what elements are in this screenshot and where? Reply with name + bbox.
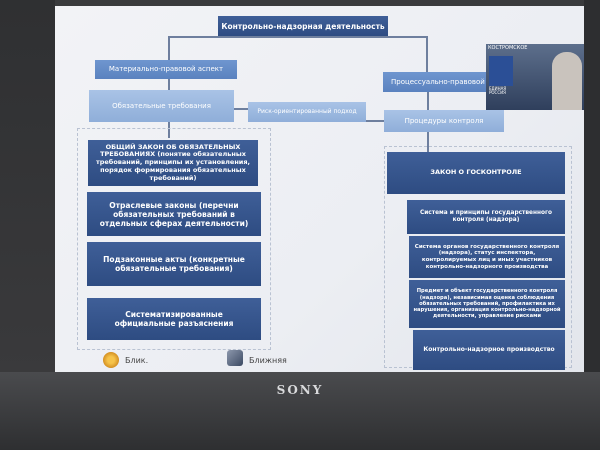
diagram-title: Контрольно-надзорная деятельность	[221, 21, 385, 31]
speaker-figure	[552, 52, 582, 110]
subject-object-box: Предмет и объект государственного контро…	[409, 280, 565, 328]
official-explanations-text: Систематизированные официальные разъясне…	[114, 310, 234, 328]
camera-icon[interactable]	[227, 350, 243, 366]
left-group-frame	[77, 128, 271, 350]
near-label: Ближняя	[249, 356, 287, 365]
party-logo	[489, 56, 513, 86]
diagram-title-box: Контрольно-надзорная деятельность	[218, 16, 388, 36]
subject-object-text: Предмет и объект государственного контро…	[413, 288, 561, 320]
connector-risk-left	[234, 108, 248, 110]
connector-title-left	[168, 36, 170, 60]
industry-laws-text: Отраслевые законы (перечни обязательных …	[99, 200, 249, 228]
authorities-text: Система органов государственного контрол…	[414, 243, 560, 270]
official-explanations-box: Систематизированные официальные разъясне…	[87, 298, 261, 340]
tv-brand-logo: SONY	[276, 383, 324, 397]
material-aspect-label: Материально-правовой аспект	[108, 65, 224, 74]
control-law-box: ЗАКОН О ГОСКОНТРОЛЕ	[387, 152, 565, 194]
connector-procedures-down	[427, 132, 429, 152]
general-law-box: ОБЩИЙ ЗАКОН ОБ ОБЯЗАТЕЛЬНЫХ ТРЕБОВАНИЯХ …	[88, 140, 258, 186]
control-law-text: ЗАКОН О ГОСКОНТРОЛЕ	[430, 168, 522, 177]
flash-icon[interactable]	[103, 352, 119, 368]
control-procedures-label: Процедуры контроля	[404, 116, 484, 125]
control-proceedings-box: Контрольно-надзорное производство	[413, 330, 565, 370]
bylaws-box: Подзаконные акты (конкретные обязательны…	[87, 242, 261, 286]
control-procedures-box: Процедуры контроля	[384, 110, 504, 132]
connector-procedural-down	[427, 92, 429, 110]
connector-risk-right	[366, 120, 384, 122]
presentation-screen: Контрольно-надзорная деятельность Матери…	[55, 6, 584, 372]
authorities-box: Система органов государственного контрол…	[409, 236, 565, 278]
connector-material-down	[168, 79, 170, 91]
flash-label: Блик.	[125, 356, 149, 365]
connector-mandatory-down	[168, 122, 170, 138]
industry-laws-box: Отраслевые законы (перечни обязательных …	[87, 192, 261, 236]
material-aspect-box: Материально-правовой аспект	[95, 60, 237, 79]
procedural-aspect-box: Процессуально-правовой аспект	[383, 72, 512, 92]
general-law-text: ОБЩИЙ ЗАКОН ОБ ОБЯЗАТЕЛЬНЫХ ТРЕБОВАНИЯХ …	[95, 142, 251, 182]
tv-bezel-right	[584, 0, 600, 382]
procedural-aspect-label: Процессуально-правовой аспект	[391, 77, 513, 86]
party-logo-text: ЕДИНАЯ РОССИЯ	[489, 86, 507, 96]
mandatory-requirements-box: Обязательные требования	[89, 90, 234, 122]
system-principles-text: Система и принципы государственного конт…	[419, 210, 552, 223]
bylaws-text: Подзаконные акты (конкретные обязательны…	[103, 255, 245, 273]
tv-bezel-left	[0, 0, 55, 382]
mandatory-requirements-label: Обязательные требования	[112, 101, 211, 110]
tv-bezel-bottom	[0, 372, 600, 450]
risk-approach-box: Риск-ориентированный подход	[248, 102, 366, 122]
system-principles-box: Система и принципы государственного конт…	[407, 200, 565, 234]
connector-title-right	[168, 36, 428, 38]
inset-label: КОСТРОМСКОЕ	[488, 45, 528, 51]
control-proceedings-text: Контрольно-надзорное производство	[423, 346, 555, 354]
risk-approach-label: Риск-ориентированный подход	[257, 108, 357, 116]
connector-right-down	[426, 36, 428, 72]
video-inset[interactable]: КОСТРОМСКОЕ ЕДИНАЯ РОССИЯ	[486, 44, 584, 110]
